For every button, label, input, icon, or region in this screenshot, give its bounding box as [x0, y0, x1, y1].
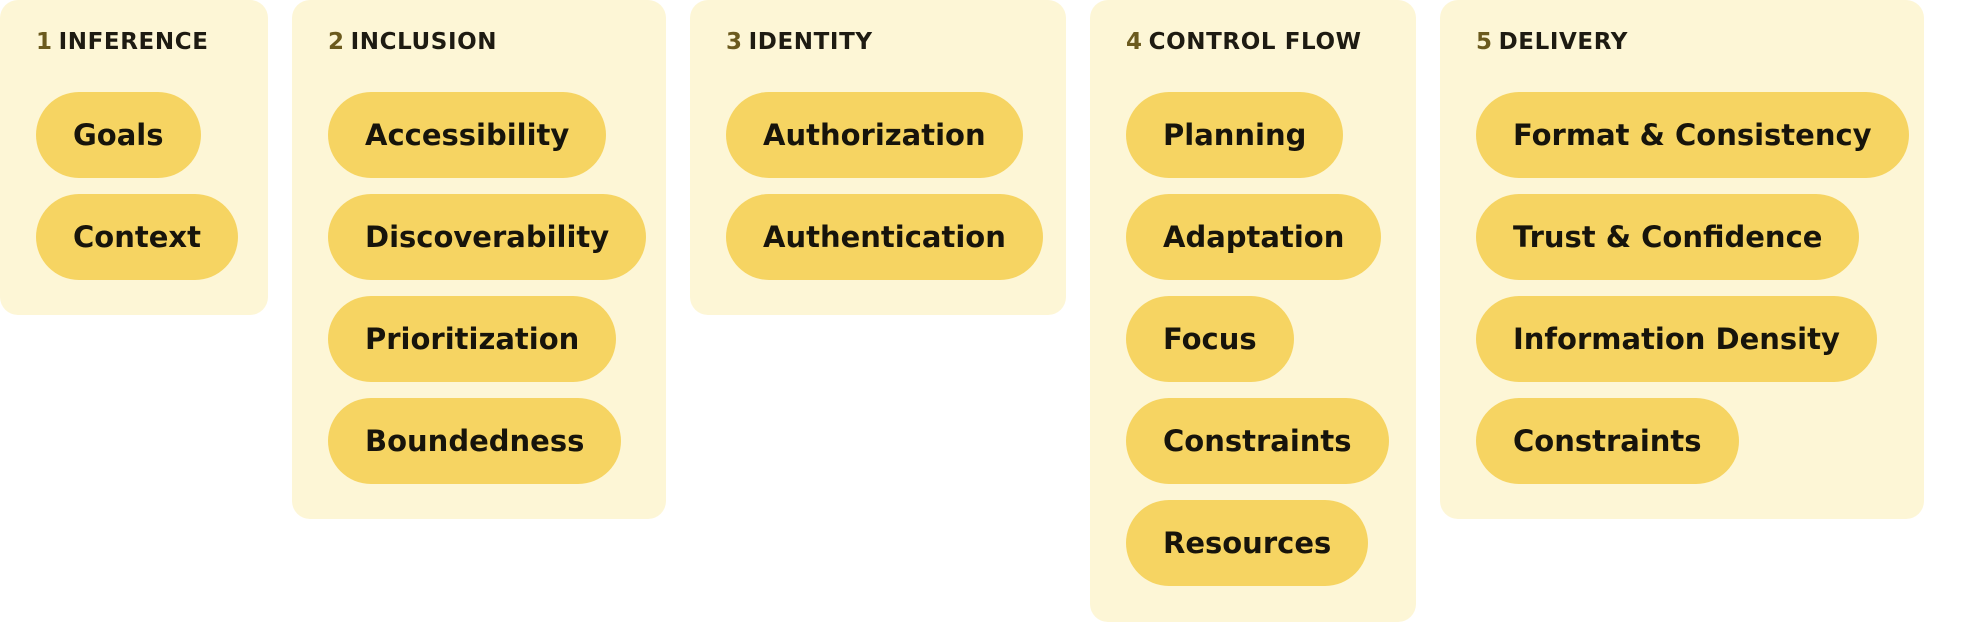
column-number: 4	[1126, 29, 1143, 55]
pill-adaptation: Adaptation	[1126, 194, 1382, 280]
pill-accessibility: Accessibility	[328, 92, 607, 178]
pill-resources: Resources	[1126, 500, 1369, 586]
pill-boundedness: Boundedness	[328, 398, 622, 484]
column-label: CONTROL FLOW	[1148, 29, 1362, 55]
pill-trust-confidence: Trust & Confidence	[1476, 194, 1860, 280]
column-number: 5	[1476, 29, 1493, 55]
pill-planning: Planning	[1126, 92, 1344, 178]
pill-discoverability: Discoverability	[328, 194, 647, 280]
pill-authorization: Authorization	[726, 92, 1023, 178]
pill-authentication: Authentication	[726, 194, 1043, 280]
column-label: DELIVERY	[1498, 29, 1629, 55]
column-number: 2	[328, 29, 345, 55]
pill-prioritization: Prioritization	[328, 296, 617, 382]
pill-focus: Focus	[1126, 296, 1294, 382]
column-label: INCLUSION	[350, 29, 498, 55]
pill-constraints: Constraints	[1126, 398, 1389, 484]
pill-format-consistency: Format & Consistency	[1476, 92, 1909, 178]
column-label: IDENTITY	[748, 29, 873, 55]
pill-goals: Goals	[36, 92, 201, 178]
pill-constraints: Constraints	[1476, 398, 1739, 484]
column-label: INFERENCE	[58, 29, 209, 55]
column-number: 3	[726, 29, 743, 55]
column-number: 1	[36, 29, 53, 55]
pill-context: Context	[36, 194, 238, 280]
pill-information-density: Information Density	[1476, 296, 1877, 382]
